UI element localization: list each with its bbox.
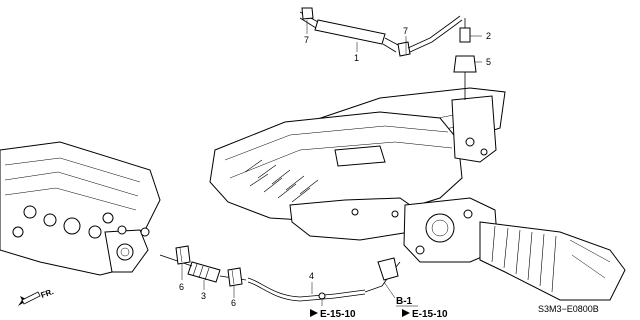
hose-clamp-7-right bbox=[397, 41, 411, 57]
callout-5: 5 bbox=[486, 57, 491, 67]
arrow-icon-e15-right bbox=[402, 309, 410, 317]
intake-manifold-upper bbox=[209, 87, 506, 241]
callout-7-right: 7 bbox=[403, 26, 408, 36]
ref-e15-10-right: E-15-10 bbox=[412, 309, 448, 320]
diagram-code: S3M3−E0800B bbox=[538, 304, 599, 314]
valve-5 bbox=[453, 55, 477, 100]
breather-pipe-upper bbox=[407, 15, 463, 53]
grommet-2 bbox=[459, 18, 471, 43]
hose-clamp-7-left bbox=[301, 7, 314, 20]
intake-duct bbox=[479, 221, 626, 301]
fr-label: FR. bbox=[40, 287, 55, 300]
callout-6-left: 6 bbox=[179, 282, 184, 292]
callout-3: 3 bbox=[201, 291, 206, 301]
hose-clamp-6-left bbox=[175, 245, 191, 265]
front-arrow-icon bbox=[18, 291, 41, 306]
breather-pipe-4 bbox=[247, 257, 401, 302]
callout-7-left: 7 bbox=[304, 35, 309, 45]
hose-clamp-6-right bbox=[227, 267, 243, 287]
breather-tube-1 bbox=[299, 11, 401, 53]
ref-e15-10-left: E-15-10 bbox=[320, 309, 356, 320]
cylinder-head bbox=[0, 141, 161, 276]
ref-b1: B-1 bbox=[396, 296, 413, 307]
arrow-icon-e15-left bbox=[310, 309, 318, 317]
throttle-body bbox=[403, 197, 499, 263]
callout-4: 4 bbox=[309, 271, 314, 281]
callout-6-right: 6 bbox=[231, 298, 236, 308]
callout-2: 2 bbox=[486, 31, 491, 41]
callout-1: 1 bbox=[354, 53, 359, 63]
leader-lines bbox=[181, 20, 482, 306]
